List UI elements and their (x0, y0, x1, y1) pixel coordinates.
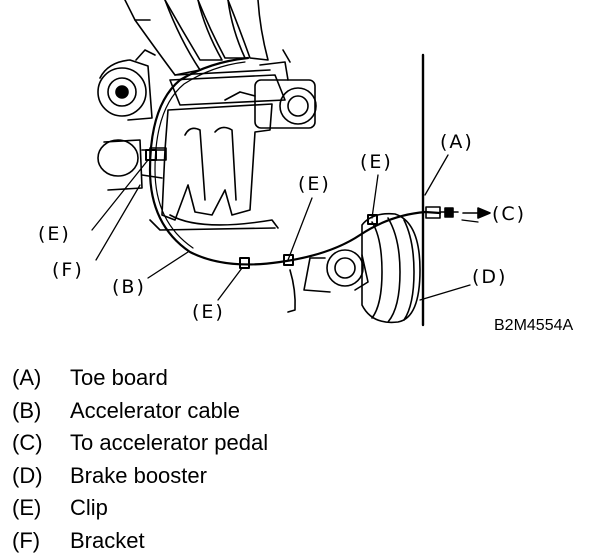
legend-key: (C) (12, 430, 70, 456)
callout-e-left: (E) (38, 223, 71, 245)
legend-item: (B) Accelerator cable (12, 395, 592, 428)
legend-text: To accelerator pedal (70, 430, 268, 456)
callout-e-top-right: (E) (360, 151, 393, 173)
legend-item: (A) Toe board (12, 362, 592, 395)
legend-text: Brake booster (70, 463, 207, 489)
intake-manifold (150, 104, 278, 230)
legend-item: (F) Bracket (12, 525, 592, 557)
legend-key: (F) (12, 528, 70, 554)
callout-e-bottom: (E) (192, 301, 225, 323)
engine-diagram: (A) (C) (D) (E) (E) (E) (F) (B) (E) B2M4… (0, 0, 608, 345)
legend-key: (D) (12, 463, 70, 489)
legend-text: Toe board (70, 365, 168, 391)
legend-item: (D) Brake booster (12, 460, 592, 493)
legend-text: Clip (70, 495, 108, 521)
alternator-pulley (98, 50, 155, 120)
callout-d: (D) (472, 266, 507, 288)
legend: (A) Toe board (B) Accelerator cable (C) … (12, 362, 592, 557)
legend-key: (E) (12, 495, 70, 521)
pedal-arrow (463, 208, 490, 218)
callout-a: (A) (440, 131, 474, 153)
callout-f: (F) (52, 259, 84, 281)
brake-booster (362, 214, 420, 323)
legend-item: (C) To accelerator pedal (12, 427, 592, 460)
legend-key: (A) (12, 365, 70, 391)
callout-c: (C) (492, 203, 526, 225)
legend-text: Bracket (70, 528, 145, 554)
figure-code: B2M4554A (494, 317, 573, 334)
callout-e-top-mid: (E) (298, 173, 331, 195)
callout-b: (B) (112, 276, 146, 298)
legend-text: Accelerator cable (70, 398, 240, 424)
legend-key: (B) (12, 398, 70, 424)
legend-item: (E) Clip (12, 492, 592, 525)
